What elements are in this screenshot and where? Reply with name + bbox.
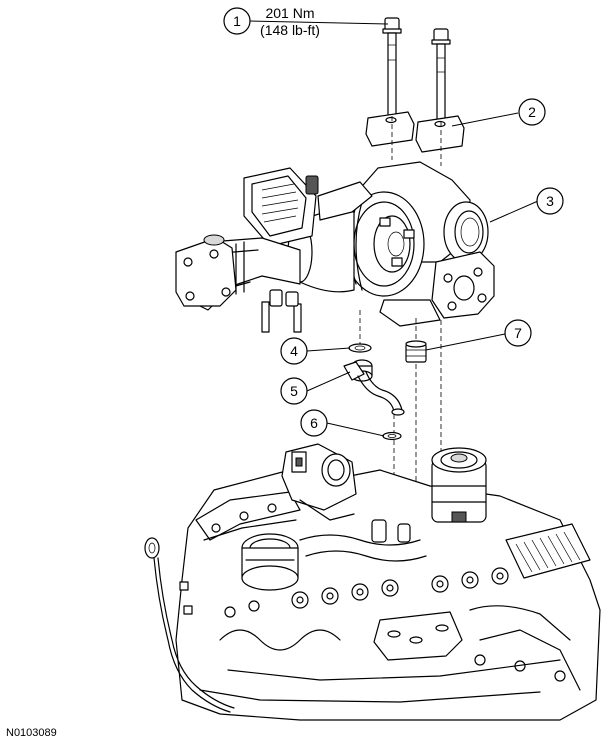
callout-4: 4: [280, 337, 308, 365]
dipstick-tube: [144, 537, 235, 713]
engine-block: [144, 443, 601, 721]
svg-text:1: 1: [233, 13, 241, 29]
svg-text:4: 4: [290, 343, 298, 359]
svg-text:5: 5: [290, 383, 298, 399]
svg-text:7: 7: [514, 325, 522, 341]
oil-filter-housing: [431, 447, 487, 523]
mounting-brackets: [365, 111, 465, 153]
callout-5: 5: [280, 377, 308, 405]
svg-text:6: 6: [310, 415, 318, 431]
oil-feed-fitting: [405, 340, 427, 363]
intake-inlet: [241, 533, 299, 591]
bolt-right: [431, 28, 451, 123]
callout-3: 3: [536, 187, 564, 215]
turbocharger-bolts: [382, 17, 451, 123]
torque-value-lbft: (148 lb-ft): [260, 22, 320, 38]
callout-7: 7: [504, 319, 532, 347]
leader-lines: [249, 20, 539, 437]
callout-6: 6: [300, 409, 328, 437]
svg-text:3: 3: [546, 193, 554, 209]
oil-drain-tube: [343, 361, 405, 416]
figure-id: N0103089: [6, 727, 57, 739]
bolt-left: [382, 17, 402, 116]
fuel-rail-fittings: [291, 567, 509, 609]
torque-value-nm: 201 Nm: [265, 5, 314, 21]
egr-valve: [281, 443, 357, 521]
callout-2: 2: [518, 98, 546, 126]
callout-1: 1: [223, 7, 251, 35]
turbocharger-assembly: [175, 161, 495, 333]
torque-spec: 201 Nm (148 lb-ft): [260, 5, 320, 38]
right-side-cooler: [505, 523, 591, 579]
oil-feed-seal: [382, 431, 402, 441]
svg-text:2: 2: [528, 104, 536, 120]
